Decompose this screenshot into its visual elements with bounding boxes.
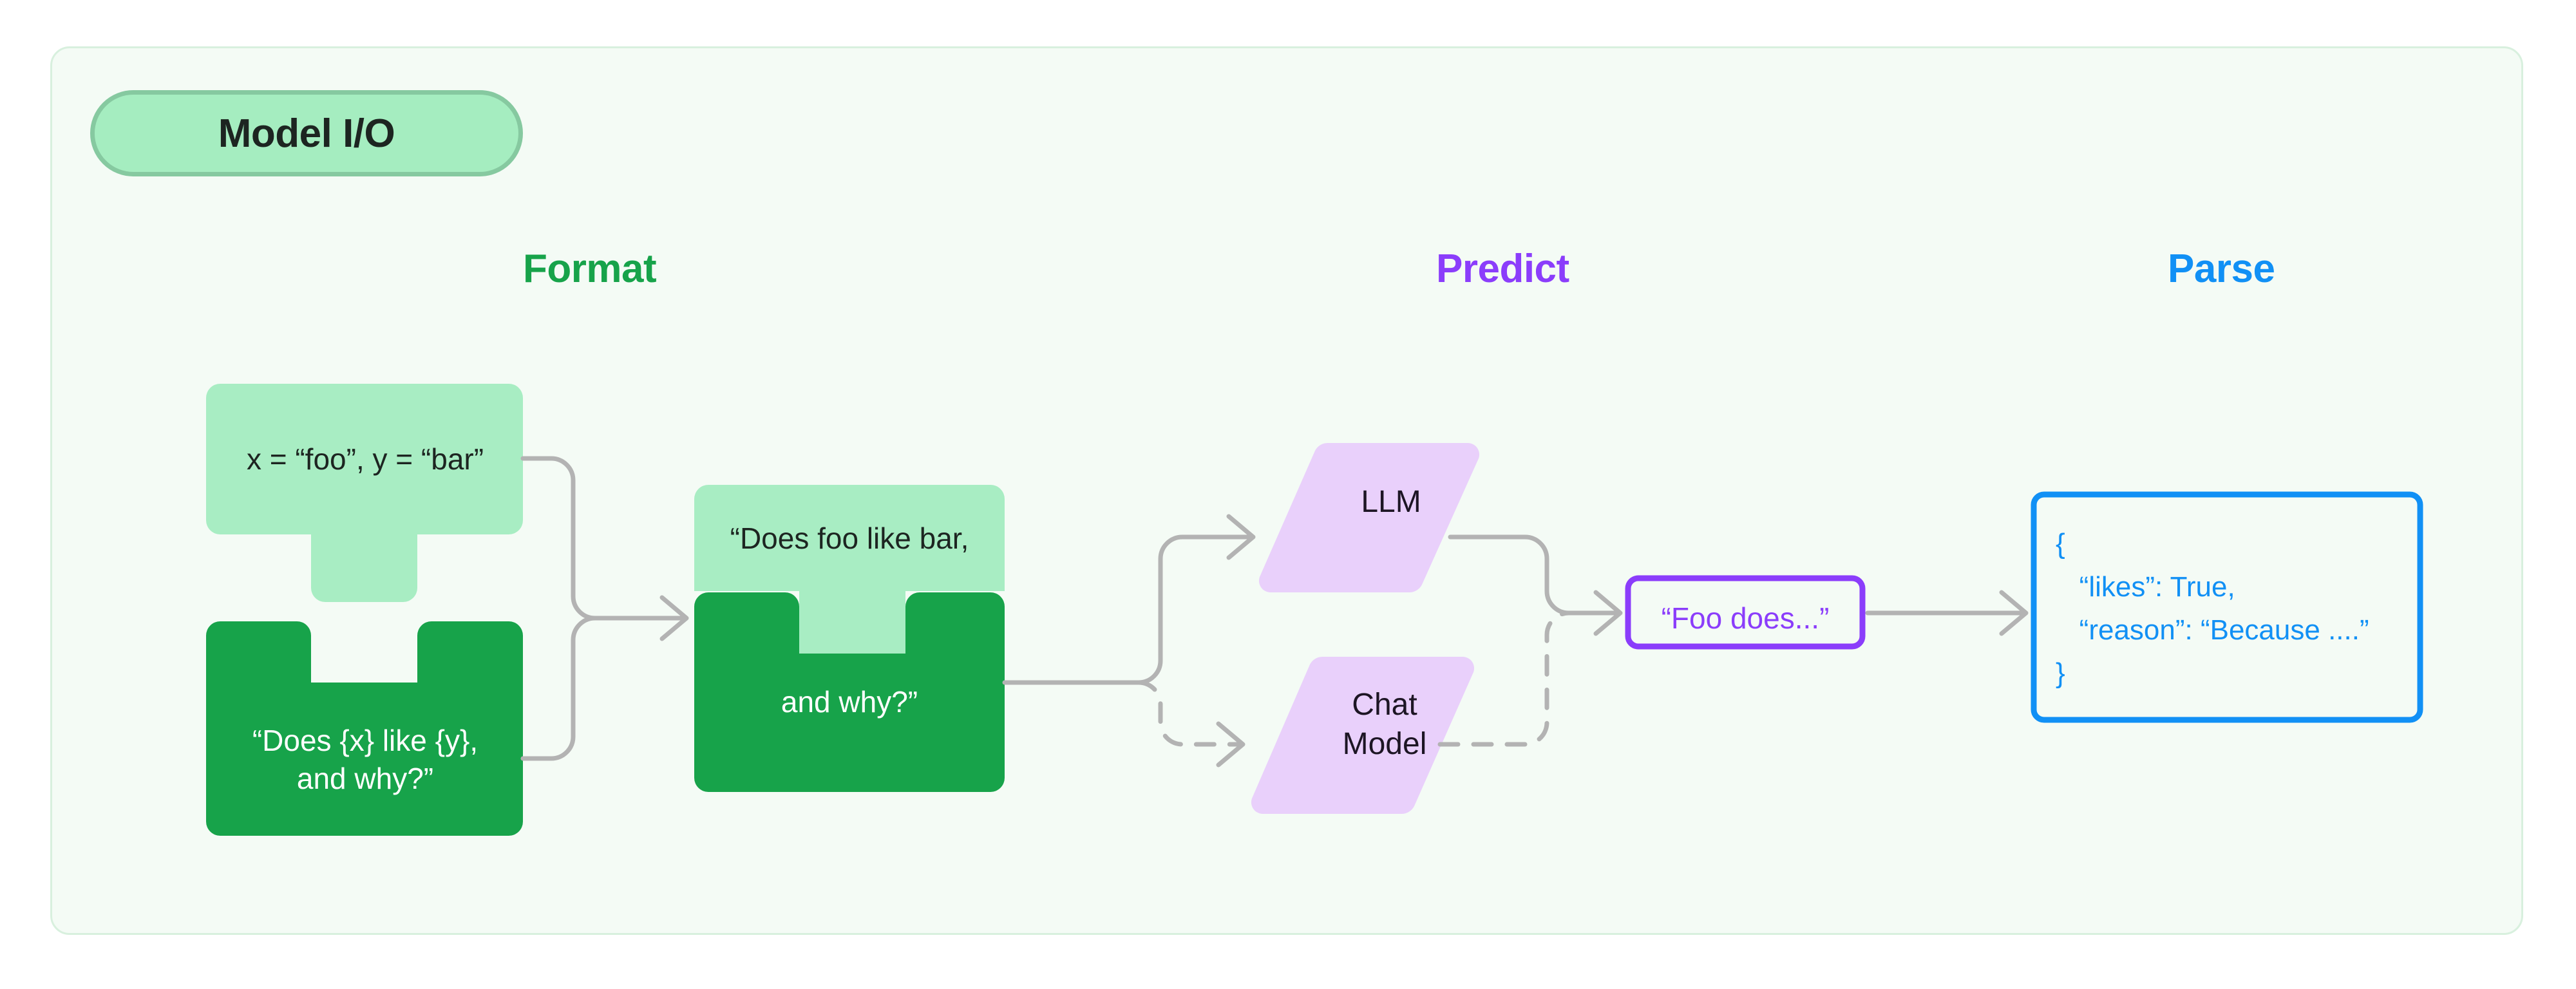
section-heading-predict: Predict: [1436, 247, 1569, 291]
section-heading-parse: Parse: [2168, 247, 2275, 291]
json-output-box-label: { “likes”: True, “reason”: “Because ....…: [2056, 528, 2369, 689]
section-heading-format: Format: [523, 247, 657, 291]
chat-model-node-label: Chat Model: [1342, 687, 1427, 761]
response-box-label: “Foo does...”: [1661, 601, 1830, 635]
llm-node-label: LLM: [1361, 485, 1421, 520]
model-io-badge-label: Model I/O: [218, 111, 395, 156]
merged-block-top-label: “Does foo like bar,: [730, 521, 969, 555]
variables-block-label: x = “foo”, y = “bar”: [246, 442, 484, 476]
template-block-label: “Does {x} like {y}, and why?”: [252, 724, 478, 795]
merged-block-bottom-label: and why?”: [781, 684, 918, 719]
model-io-badge: Model I/O: [90, 90, 523, 176]
